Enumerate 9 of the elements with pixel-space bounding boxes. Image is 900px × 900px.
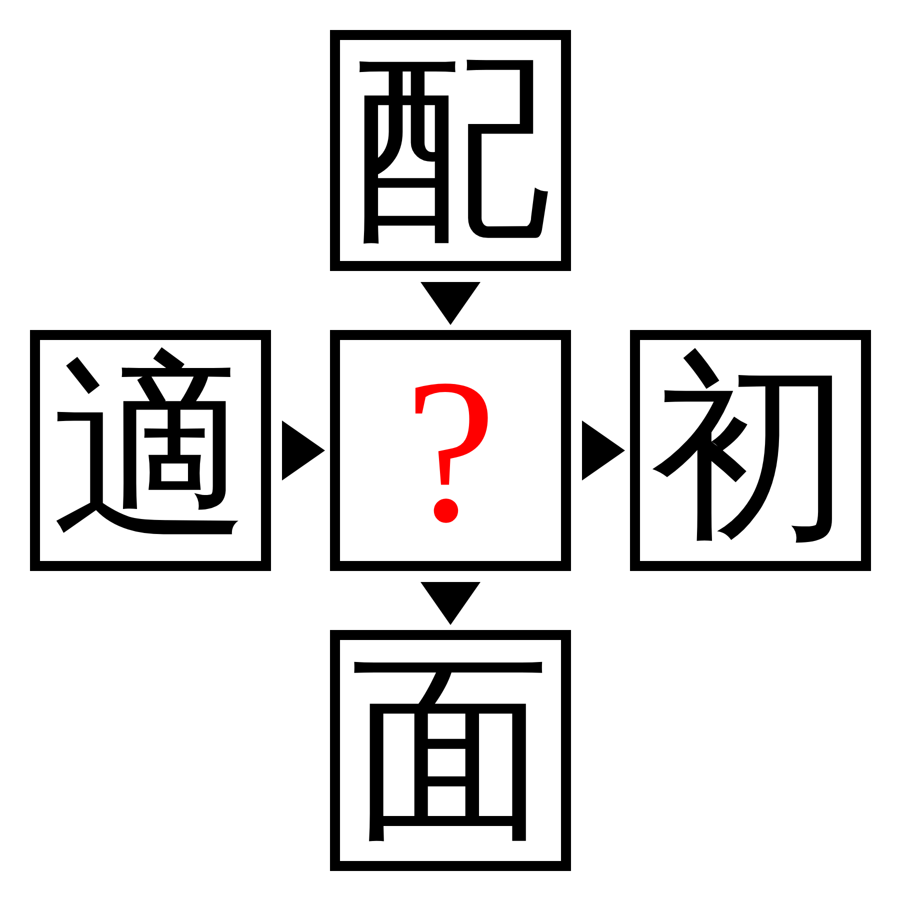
character-box: 適 <box>30 330 271 571</box>
arrow <box>282 420 325 480</box>
arrow <box>582 420 625 480</box>
arrow <box>420 282 480 325</box>
arrow <box>420 582 480 625</box>
character-box: 配 <box>330 30 571 271</box>
character-box: 面 <box>330 630 571 871</box>
character-box: 初 <box>630 330 871 571</box>
question-mark-box: ? <box>330 330 571 571</box>
